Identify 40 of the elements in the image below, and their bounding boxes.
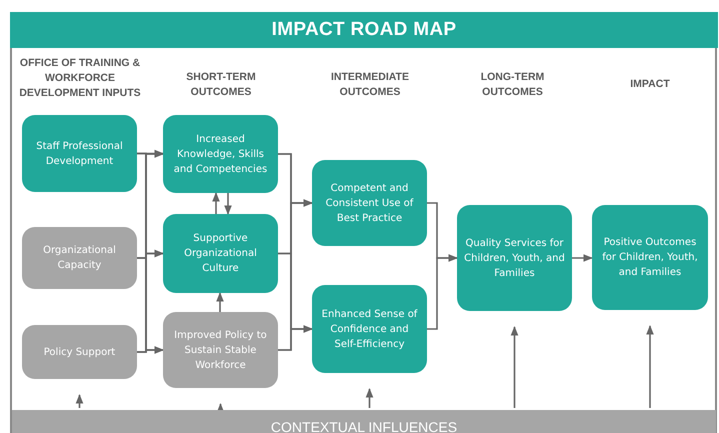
arrow xyxy=(224,193,232,215)
arrow xyxy=(216,292,224,312)
arrow xyxy=(366,388,374,408)
column-header: LONG-TERM OUTCOMES xyxy=(480,70,546,100)
box-label: Enhanced Sense of Confidence and Self-Efficiency xyxy=(320,308,418,352)
outcome-box xyxy=(312,285,427,373)
outcome-box xyxy=(22,325,137,379)
box-label: Improved Policy to Sustain Stable Workforce xyxy=(173,328,268,372)
outcome-box xyxy=(163,115,278,193)
box-label: Quality Services for Children, Youth, and Families xyxy=(463,236,566,280)
arrow xyxy=(76,394,84,408)
box-label: Staff Professional Development xyxy=(35,140,124,168)
arrow xyxy=(646,325,654,408)
arrow xyxy=(216,403,224,413)
arrow xyxy=(137,346,164,354)
column-header: INTERMEDIATE OUTCOMES xyxy=(330,70,410,100)
arrow xyxy=(212,192,220,214)
arrow xyxy=(572,254,593,262)
column-header: OFFICE OF TRAINING & WORKFORCE DEVELOPMENT INPUTS xyxy=(18,56,142,101)
box-label: Supportive Organizational Culture xyxy=(183,232,258,276)
box-label: Positive Outcomes for Children, Youth, and Families xyxy=(601,236,699,280)
arrow xyxy=(427,254,458,330)
outcome-box xyxy=(22,227,137,289)
band-label: CONTEXTUAL INFLUENCES xyxy=(270,418,458,433)
column-header: SHORT-TERM OUTCOMES xyxy=(185,70,257,100)
box-label: Increased Knowledge, Skills and Competencies xyxy=(172,132,268,176)
outcome-box xyxy=(163,214,278,293)
outcome-box xyxy=(312,160,427,246)
outcome-box xyxy=(457,205,572,311)
arrow xyxy=(278,325,313,351)
box-label: Competent and Consistent Use of Best Practice xyxy=(324,182,414,226)
arrow xyxy=(510,326,518,408)
context-band xyxy=(12,410,716,433)
column-header: IMPACT xyxy=(629,77,671,92)
title-banner: IMPACT ROAD MAP xyxy=(10,12,718,48)
outcome-box xyxy=(163,312,278,388)
box-label: Policy Support xyxy=(44,346,116,360)
box-label: Organizational Capacity xyxy=(42,244,117,273)
outcome-box xyxy=(22,115,137,192)
outcome-box xyxy=(592,205,708,310)
